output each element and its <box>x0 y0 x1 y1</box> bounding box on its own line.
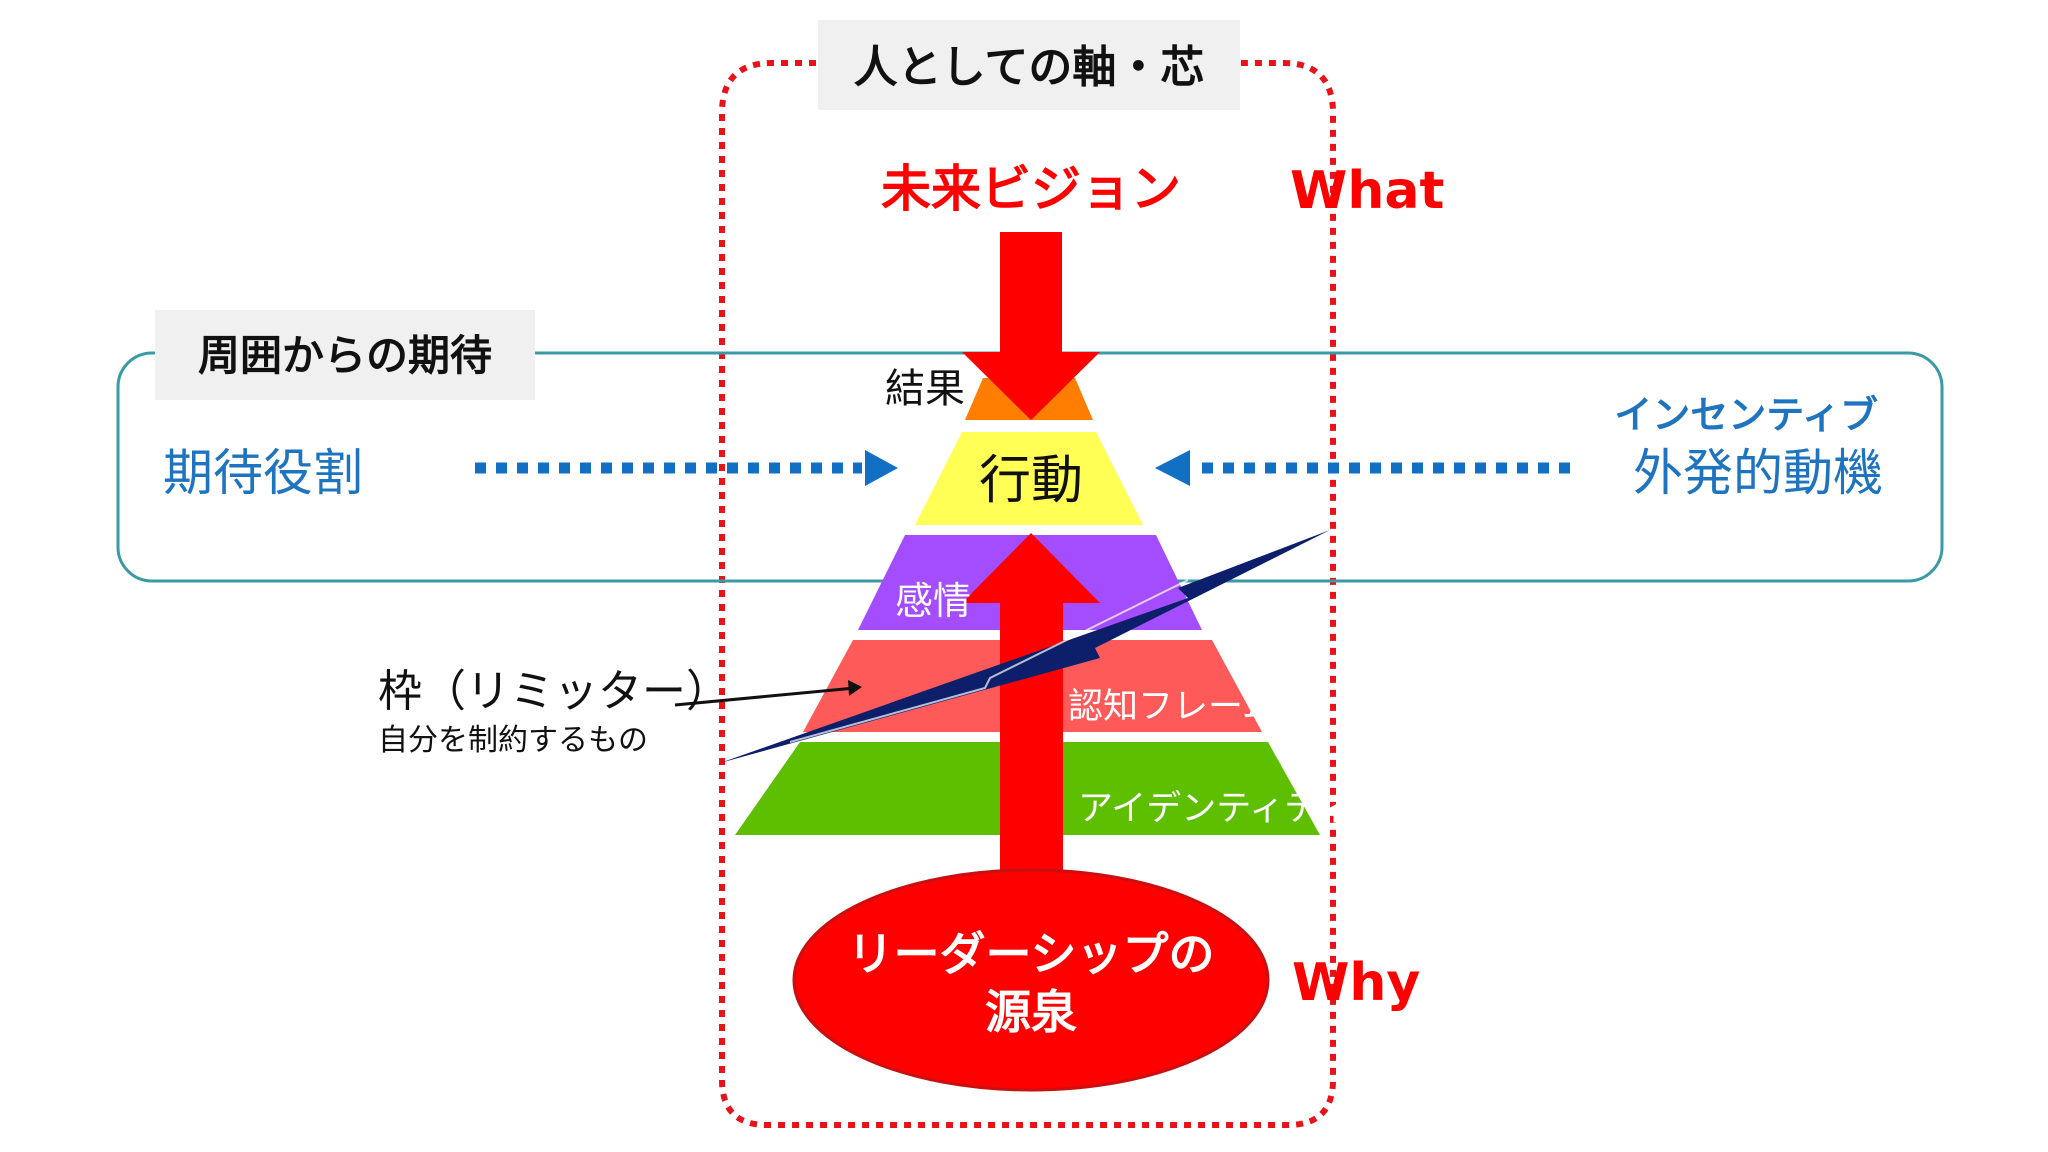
limiter-lightning <box>720 530 1330 763</box>
emotion-label: 感情 <box>895 579 971 623</box>
action-layer <box>915 432 1143 525</box>
header-label-box <box>818 20 1240 110</box>
vision-down-arrow <box>962 232 1100 420</box>
source-label-line1: リーダーシップの <box>847 927 1214 981</box>
future-vision-label: 未来ビジョン <box>881 160 1181 218</box>
limiter-lightning-highlight <box>789 579 1189 743</box>
header-label: 人としての軸・芯 <box>854 42 1205 93</box>
source-label-line2: 源泉 <box>985 985 1077 1039</box>
expected-role-label: 期待役割 <box>163 444 363 502</box>
limiter-subtitle: 自分を制約するもの <box>378 723 648 758</box>
incentive-arrowhead <box>1155 450 1190 486</box>
result-label: 結果 <box>885 366 965 412</box>
expectations-label: 周囲からの期待 <box>198 331 492 380</box>
expectations-label-box <box>155 310 535 400</box>
identity-label: アイデンティティ <box>1078 789 1352 829</box>
why-label: Why <box>1292 953 1420 1013</box>
limiter-title: 枠（リミッター） <box>378 666 730 717</box>
leadership-source-ellipse <box>792 868 1270 1092</box>
cognitive-frame-label: 認知フレーム <box>1068 687 1277 727</box>
what-label: What <box>1290 161 1444 221</box>
incentive-label: インセンティブ <box>1614 393 1878 437</box>
action-label: 行動 <box>979 451 1083 511</box>
expected-role-arrowhead <box>865 450 898 486</box>
external-motivation-label: 外発的動機 <box>1633 444 1883 502</box>
limiter-pointer-line <box>674 686 856 707</box>
source-up-arrow <box>962 533 1100 880</box>
limiter-pointer-arrowhead <box>848 680 862 696</box>
